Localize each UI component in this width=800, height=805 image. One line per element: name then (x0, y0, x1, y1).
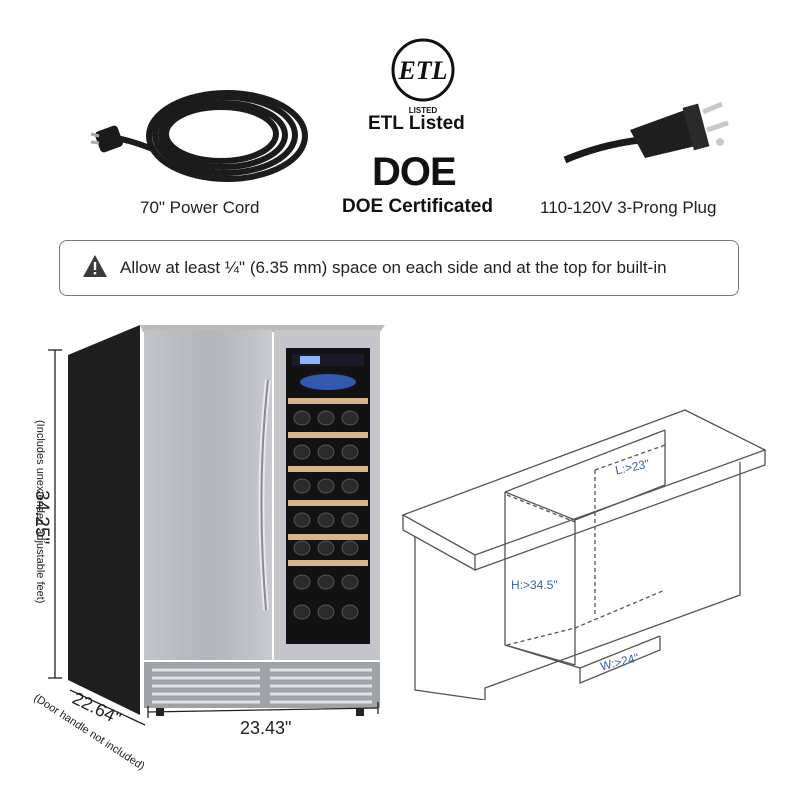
doe-logo-text: DOE (372, 150, 457, 194)
plug-image (560, 90, 735, 170)
etl-logo-text: ETL (397, 56, 447, 85)
cutout-height: H:>34.5" (511, 578, 558, 592)
power-cord-label: 70" Power Cord (140, 198, 260, 217)
cabinet-cutout-drawing (395, 400, 770, 701)
etl-logo-subtext: LISTED (409, 106, 438, 115)
notice-text: Allow at least ¼" (6.35 mm) space on eac… (120, 258, 667, 277)
etl-label: ETL Listed (368, 113, 465, 134)
width-dimension: 23.43" (240, 718, 292, 738)
installation-notice: Allow at least ¼" (6.35 mm) space on eac… (59, 240, 739, 296)
etl-logo: ETL LISTED (383, 35, 463, 115)
height-note: (Includes unextended adjustable feet) (34, 420, 46, 604)
power-cord-image (85, 80, 310, 185)
doe-label: DOE Certificated (342, 196, 493, 217)
wine-cooler-image (60, 320, 390, 720)
plug-label: 110-120V 3-Prong Plug (540, 198, 717, 217)
warning-icon (82, 254, 108, 283)
